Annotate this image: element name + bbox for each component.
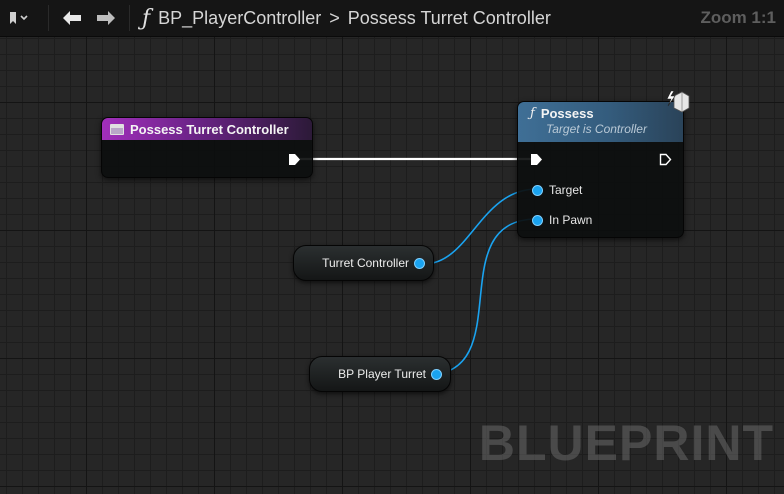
target-pin-row[interactable]: Target xyxy=(532,183,582,197)
turret-controller-label: Turret Controller xyxy=(322,256,409,270)
zoom-level: Zoom 1:1 xyxy=(700,8,776,27)
bp-player-turret-variable-node[interactable]: BP Player Turret xyxy=(309,356,451,392)
function-entry-icon xyxy=(110,123,124,135)
network-authority-icon xyxy=(666,90,690,113)
function-entry-node[interactable]: Possess Turret Controller xyxy=(101,117,313,178)
toolbar-divider xyxy=(129,5,130,31)
in-pawn-wire[interactable] xyxy=(425,218,538,376)
function-icon: ƒ xyxy=(530,106,535,121)
function-entry-header: Possess Turret Controller xyxy=(102,118,312,140)
breadcrumb-function: Possess Turret Controller xyxy=(347,7,551,28)
back-button[interactable] xyxy=(55,4,89,32)
possess-header: ƒ Possess Target is Controller xyxy=(518,90,690,142)
bookmark-dropdown[interactable] xyxy=(8,6,42,30)
possess-node[interactable]: ƒ Possess Target is Controller Target In… xyxy=(517,90,690,238)
possess-subtitle: Target is Controller xyxy=(546,122,647,136)
bp-player-turret-output-pin[interactable] xyxy=(431,368,442,380)
graph-toolbar: ƒ BP_PlayerController > Possess Turret C… xyxy=(0,0,784,37)
in-pawn-pin-row[interactable]: In Pawn xyxy=(532,213,592,227)
toolbar-divider xyxy=(48,5,49,31)
bp-player-turret-label: BP Player Turret xyxy=(338,367,426,381)
target-pin[interactable] xyxy=(532,184,543,196)
function-icon: ƒ xyxy=(142,5,151,31)
target-pin-label: Target xyxy=(549,183,583,197)
turret-controller-variable-node[interactable]: Turret Controller xyxy=(293,245,434,281)
breadcrumb-separator: > xyxy=(329,7,340,28)
function-entry-title: Possess Turret Controller xyxy=(130,121,289,137)
forward-button[interactable] xyxy=(89,4,123,32)
arrow-right-icon xyxy=(97,11,115,25)
exec-out-pin[interactable] xyxy=(659,153,672,166)
exec-in-pin[interactable] xyxy=(530,153,543,166)
bookmark-icon xyxy=(10,12,28,24)
arrow-left-icon xyxy=(63,11,81,25)
in-pawn-pin[interactable] xyxy=(532,214,543,226)
exec-out-pin[interactable] xyxy=(288,153,301,166)
turret-controller-output-pin[interactable] xyxy=(414,257,425,269)
blueprint-watermark: BLUEPRINT xyxy=(478,415,774,471)
possess-title: Possess xyxy=(540,106,594,121)
in-pawn-pin-label: In Pawn xyxy=(549,213,593,227)
breadcrumb-graph[interactable]: BP_PlayerController xyxy=(158,7,322,28)
